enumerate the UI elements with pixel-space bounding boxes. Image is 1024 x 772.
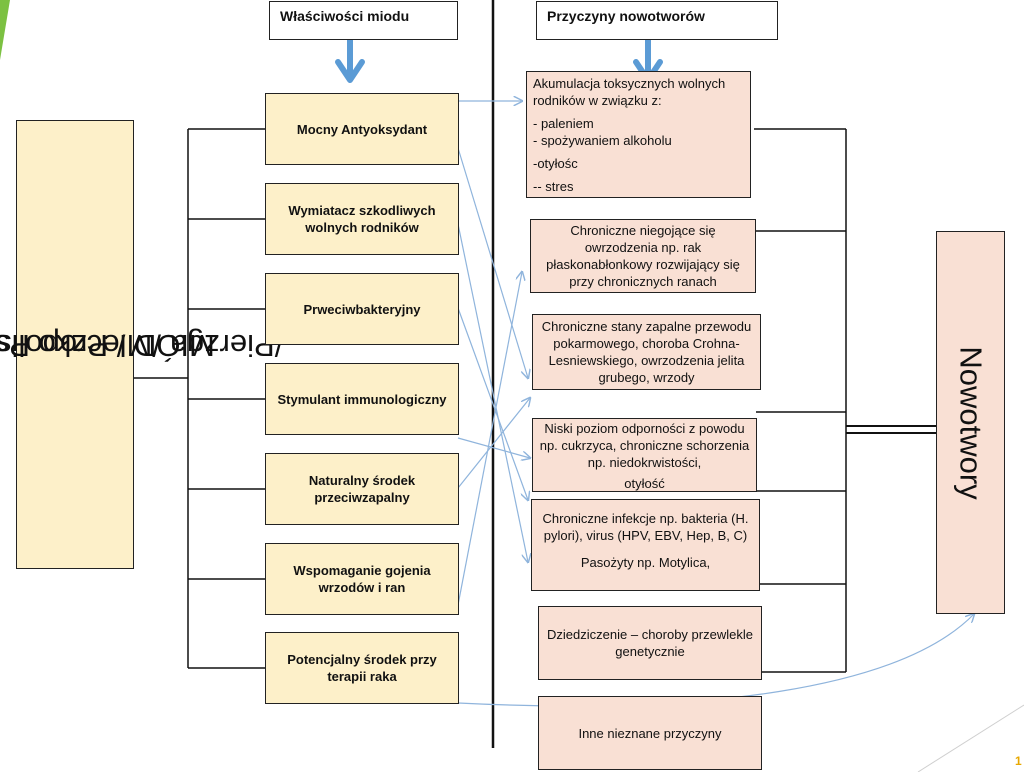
property-immune-stimulant: Stymulant immunologiczny <box>265 363 459 435</box>
cause-obesity: -otyłośc <box>533 156 578 171</box>
cause-free-radicals: Akumulacja toksycznych wolnych rodników … <box>526 71 751 198</box>
decorative-line <box>917 704 1024 772</box>
cause-chronic-inflammation: Chroniczne stany zapalne przewodu pokarm… <box>532 314 761 390</box>
property-radical-scavenger: Wymiatacz szkodliwych wolnych rodników <box>265 183 459 255</box>
cancers-label-text: Nowotwory <box>953 345 989 500</box>
property-antioxidant: Mocny Antyoksydant <box>265 93 459 165</box>
honey-products-label: MIÓD / Propolis / Pyłek /Pierzga /Mleczk… <box>0 120 284 569</box>
property-antibacterial: Prweciwbakteryjny <box>265 273 459 345</box>
cause-stress: -- stres <box>533 179 574 194</box>
cause-chronic-infections: Chroniczne infekcje np. bakteria (H. pyl… <box>531 499 760 591</box>
properties-header: Właściwości miodu <box>269 1 458 40</box>
cancers-label: Nowotwory <box>936 231 1005 614</box>
cause-free-radicals-line1: Akumulacja toksycznych wolnych <box>533 76 726 91</box>
cause-parasites: Pasożyty np. Motylica, <box>580 555 711 570</box>
cause-low-immunity: Niski poziom odporności z powodu np. cuk… <box>532 418 757 492</box>
cause-free-radicals-line2: rodników w związku z: <box>533 93 662 108</box>
cause-low-immunity-tail: otyłość <box>624 476 665 491</box>
honey-products-line2: /Pierzga /Mleczko Pszczele <box>0 327 284 363</box>
corner-accent <box>0 0 10 60</box>
property-cancer-therapy: Potencjalny środek przy terapii raka <box>265 632 459 704</box>
cause-low-immunity-text: Niski poziom odporności z powodu np. cuk… <box>539 421 750 470</box>
down-arrow-icon <box>335 40 365 83</box>
cause-unknown: Inne nieznane przyczyny <box>538 696 762 770</box>
property-wound-healing: Wspomaganie gojenia wrzodów i ran <box>265 543 459 615</box>
cause-alcohol: - spożywaniem alkoholu <box>533 133 672 148</box>
page-number: 1 <box>1015 754 1022 768</box>
cause-chronic-infections-text: Chroniczne infekcje np. bakteria (H. pyl… <box>542 511 749 543</box>
relation-arrows <box>457 101 974 707</box>
cause-chronic-ulcers: Chroniczne niegojące się owrzodzenia np.… <box>530 219 756 293</box>
property-anti-inflammatory: Naturalny środek przeciwzapalny <box>265 453 459 525</box>
cause-heredity: Dziedziczenie – choroby przewlekle genet… <box>538 606 762 680</box>
causes-header: Przyczyny nowotworów <box>536 1 778 40</box>
cause-smoking: - paleniem <box>533 116 594 131</box>
